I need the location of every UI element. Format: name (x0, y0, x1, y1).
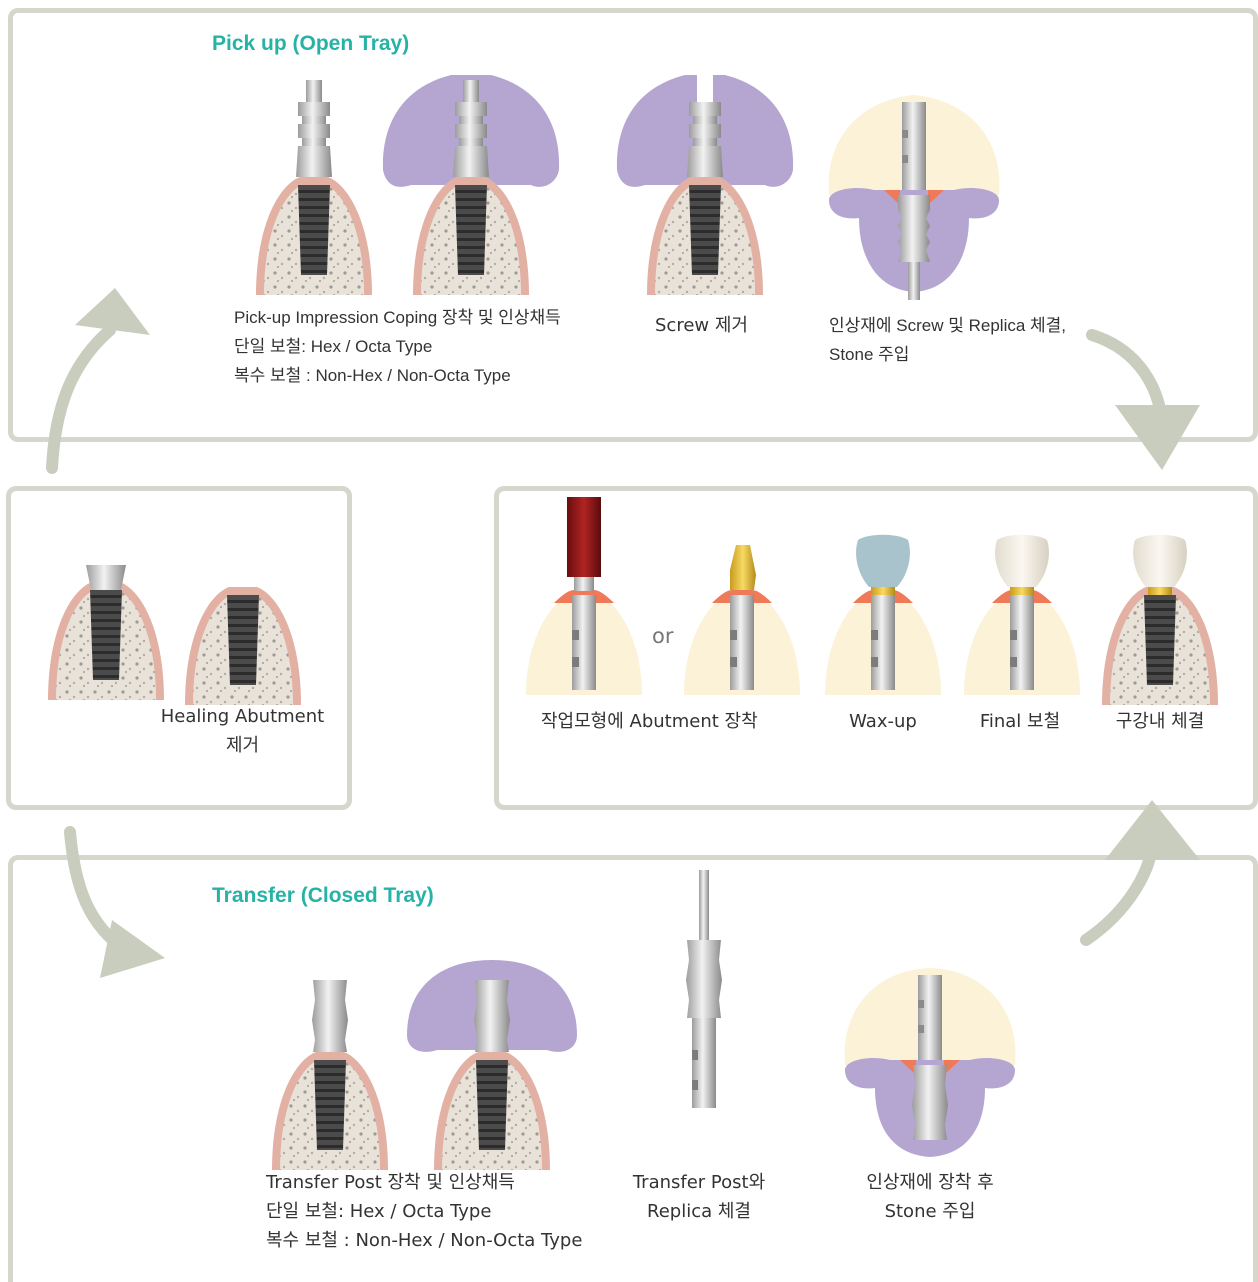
caption-line: Healing Abutment (155, 702, 330, 731)
caption-line: Stone 주입 (845, 1197, 1015, 1226)
open-tray-step1-caption: Pick-up Impression Coping 장착 및 인상채득 단일 보… (234, 303, 561, 390)
healing-caption: Healing Abutment 제거 (155, 702, 330, 760)
closed-tray-step2-caption: Transfer Post와 Replica 체결 (614, 1168, 784, 1226)
caption-line: 단일 보철: Hex / Octa Type (234, 332, 561, 361)
caption-line: 단일 보철: Hex / Octa Type (266, 1197, 582, 1226)
final-step2-caption: Wax-up (823, 707, 943, 736)
caption-line: 복수 보철 : Non-Hex / Non-Octa Type (234, 361, 561, 390)
final-step1-caption: 작업모형에 Abutment 장착 (541, 707, 758, 736)
open-tray-step2-caption: Screw 제거 (655, 311, 748, 340)
caption-line: 인상재에 Screw 및 Replica 체결, (829, 311, 1066, 340)
caption-line: Replica 체결 (614, 1197, 784, 1226)
caption-line: 인상재에 장착 후 (845, 1168, 1015, 1197)
closed-tray-step3-caption: 인상재에 장착 후 Stone 주입 (845, 1168, 1015, 1226)
caption-line: 복수 보철 : Non-Hex / Non-Octa Type (266, 1226, 582, 1255)
final-step4-caption: 구강내 체결 (1098, 707, 1222, 736)
closed-tray-step1-caption: Transfer Post 장착 및 인상채득 단일 보철: Hex / Oct… (266, 1168, 582, 1255)
final-step3-caption: Final 보철 (960, 707, 1080, 736)
caption-line: 제거 (155, 731, 330, 760)
caption-line: Stone 주입 (829, 340, 1066, 369)
or-label: or (652, 624, 673, 648)
open-tray-step3-caption: 인상재에 Screw 및 Replica 체결, Stone 주입 (829, 311, 1066, 369)
caption-line: Transfer Post 장착 및 인상채득 (266, 1168, 582, 1197)
caption-line: Transfer Post와 (614, 1168, 784, 1197)
caption-line: Pick-up Impression Coping 장착 및 인상채득 (234, 303, 561, 332)
